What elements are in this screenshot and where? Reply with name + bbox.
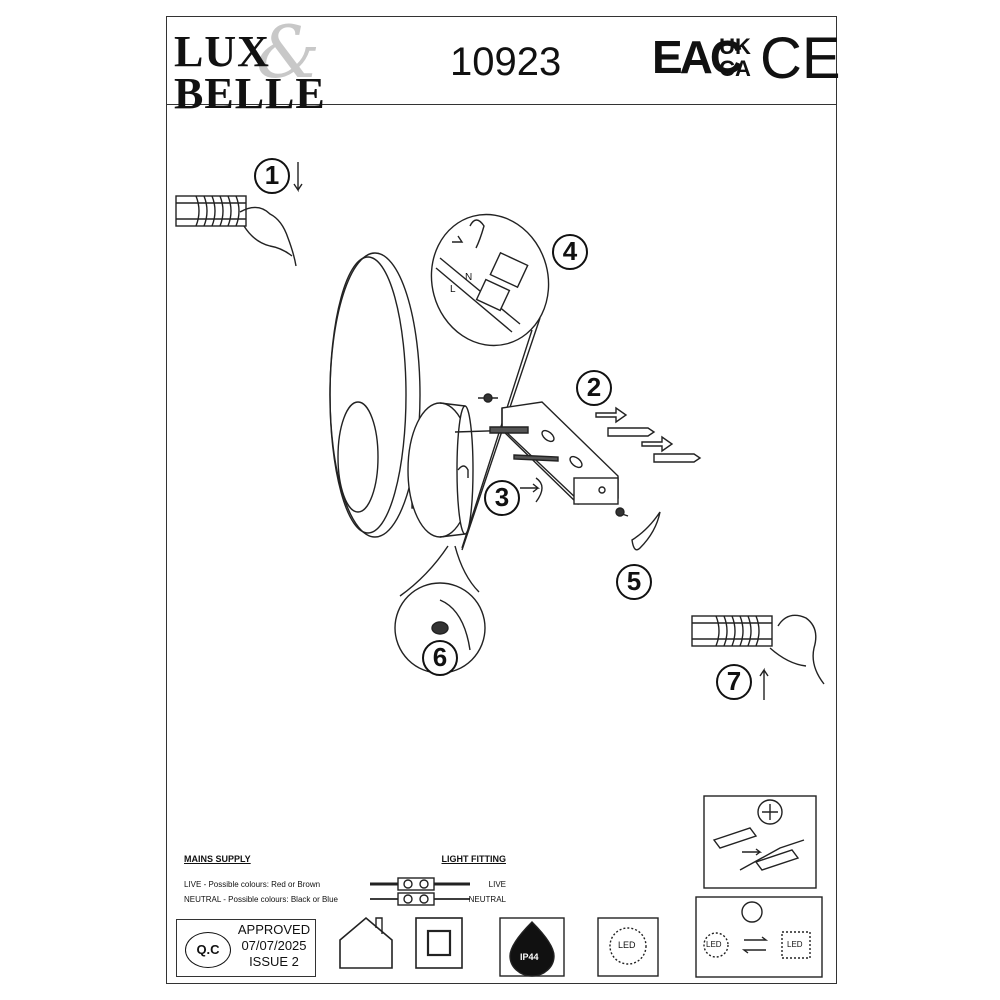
live-colour-text: LIVE - Possible colours: Red or Brown [184,880,321,889]
ip-rating-label: IP44 [520,952,539,962]
mains-supply-title: MAINS SUPPLY [184,854,251,864]
product-code: 10923 [450,40,562,84]
step-4-wiring-callout [430,213,550,551]
wire-label-neutral: N [465,272,473,283]
qc-issue: ISSUE 2 [249,954,299,969]
led-new-label: LED [787,940,803,949]
wall-lamp-body [329,252,474,538]
qc-approved: APPROVED [237,922,311,937]
step-number-1: 1 [254,158,290,194]
mains-wiring-lines [370,877,470,906]
ukca-top: UK [719,34,751,59]
step-7-connector-illustration [691,614,825,700]
class-ii-icon [415,917,463,969]
wire-label-live: L [450,284,456,295]
step-number-4: 4 [552,234,588,270]
step-number-2: 2 [576,370,612,406]
indoor-house-icon [339,916,393,969]
logo-line-1: LUX [174,27,270,76]
ce-mark: CE [760,26,841,91]
neutral-colour-text: NEUTRAL - Possible colours: Black or Blu… [184,895,338,904]
neutral-label: NEUTRAL [468,895,506,904]
step-1-connector-illustration [175,162,303,267]
replace-led-box [695,896,823,978]
logo-line-2: BELLE [174,69,326,118]
led-old-label: LED [706,940,722,949]
led-icon [597,917,659,977]
step-number-5: 5 [616,564,652,600]
qc-badge: Q.C [185,932,231,968]
qc-date: 07/07/2025 [241,938,307,953]
qc-approval-box: Q.C APPROVED 07/07/2025 ISSUE 2 [176,919,316,977]
header-divider [166,104,837,105]
step-number-7: 7 [716,664,752,700]
ukca-mark: UK CA [714,36,756,80]
ip-drop-icon [499,917,565,977]
eac-mark: EAC [652,31,743,83]
brand-logo: & LUX BELLE [172,16,347,116]
certification-marks: EAC UK CA CE [648,28,841,92]
replace-driver-box [703,795,817,889]
led-symbol-label: LED [618,940,636,950]
step-number-3: 3 [484,480,520,516]
light-fitting-title: LIGHT FITTING [441,854,507,864]
mains-supply-legend: MAINS SUPPLY LIGHT FITTING LIVE - Possib… [176,852,510,910]
page-frame [166,16,837,984]
logo-ampersand: & [256,10,321,94]
step-number-6: 6 [422,640,458,676]
ukca-bottom: CA [719,56,751,81]
live-label: LIVE [488,880,506,889]
qc-details: APPROVED 07/07/2025 ISSUE 2 [235,922,313,970]
screws-and-plugs [454,393,702,551]
